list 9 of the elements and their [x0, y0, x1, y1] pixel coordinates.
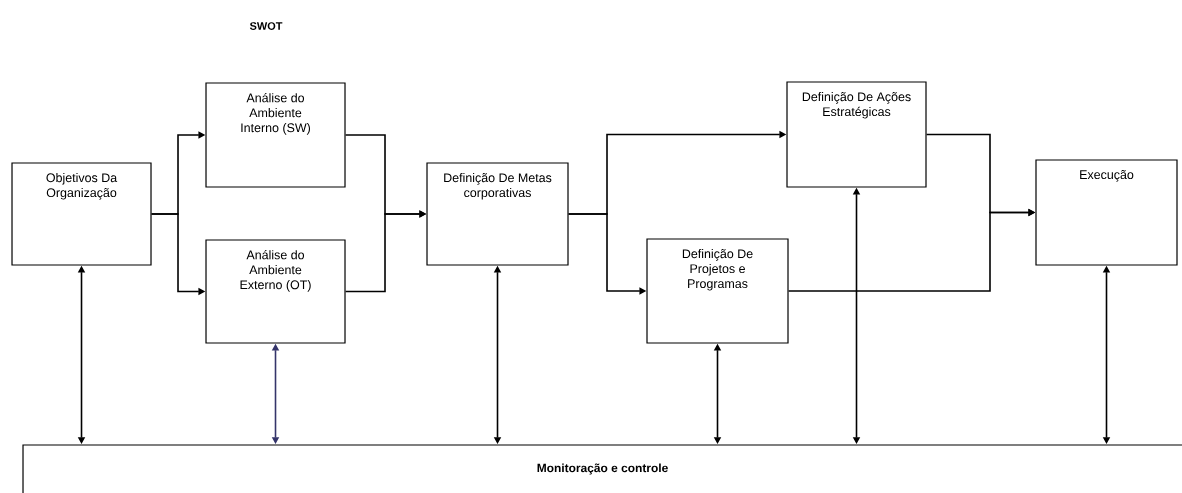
- process-box: Análise do Ambiente Interno (SW): [205, 82, 346, 188]
- title: SWOT: [249, 22, 283, 30]
- band: Monitoração e controle: [22, 444, 1182, 493]
- process-box: Definição De Metas corporativas: [426, 162, 569, 266]
- process-box: Execução: [1035, 159, 1178, 266]
- process-box: Objetivos Da Organização: [11, 162, 152, 266]
- process-box: Definição De Ações Estratégicas: [786, 81, 927, 188]
- process-box: Análise do Ambiente Externo (OT): [205, 239, 346, 344]
- process-box: Definição De Projetos e Programas: [646, 238, 789, 344]
